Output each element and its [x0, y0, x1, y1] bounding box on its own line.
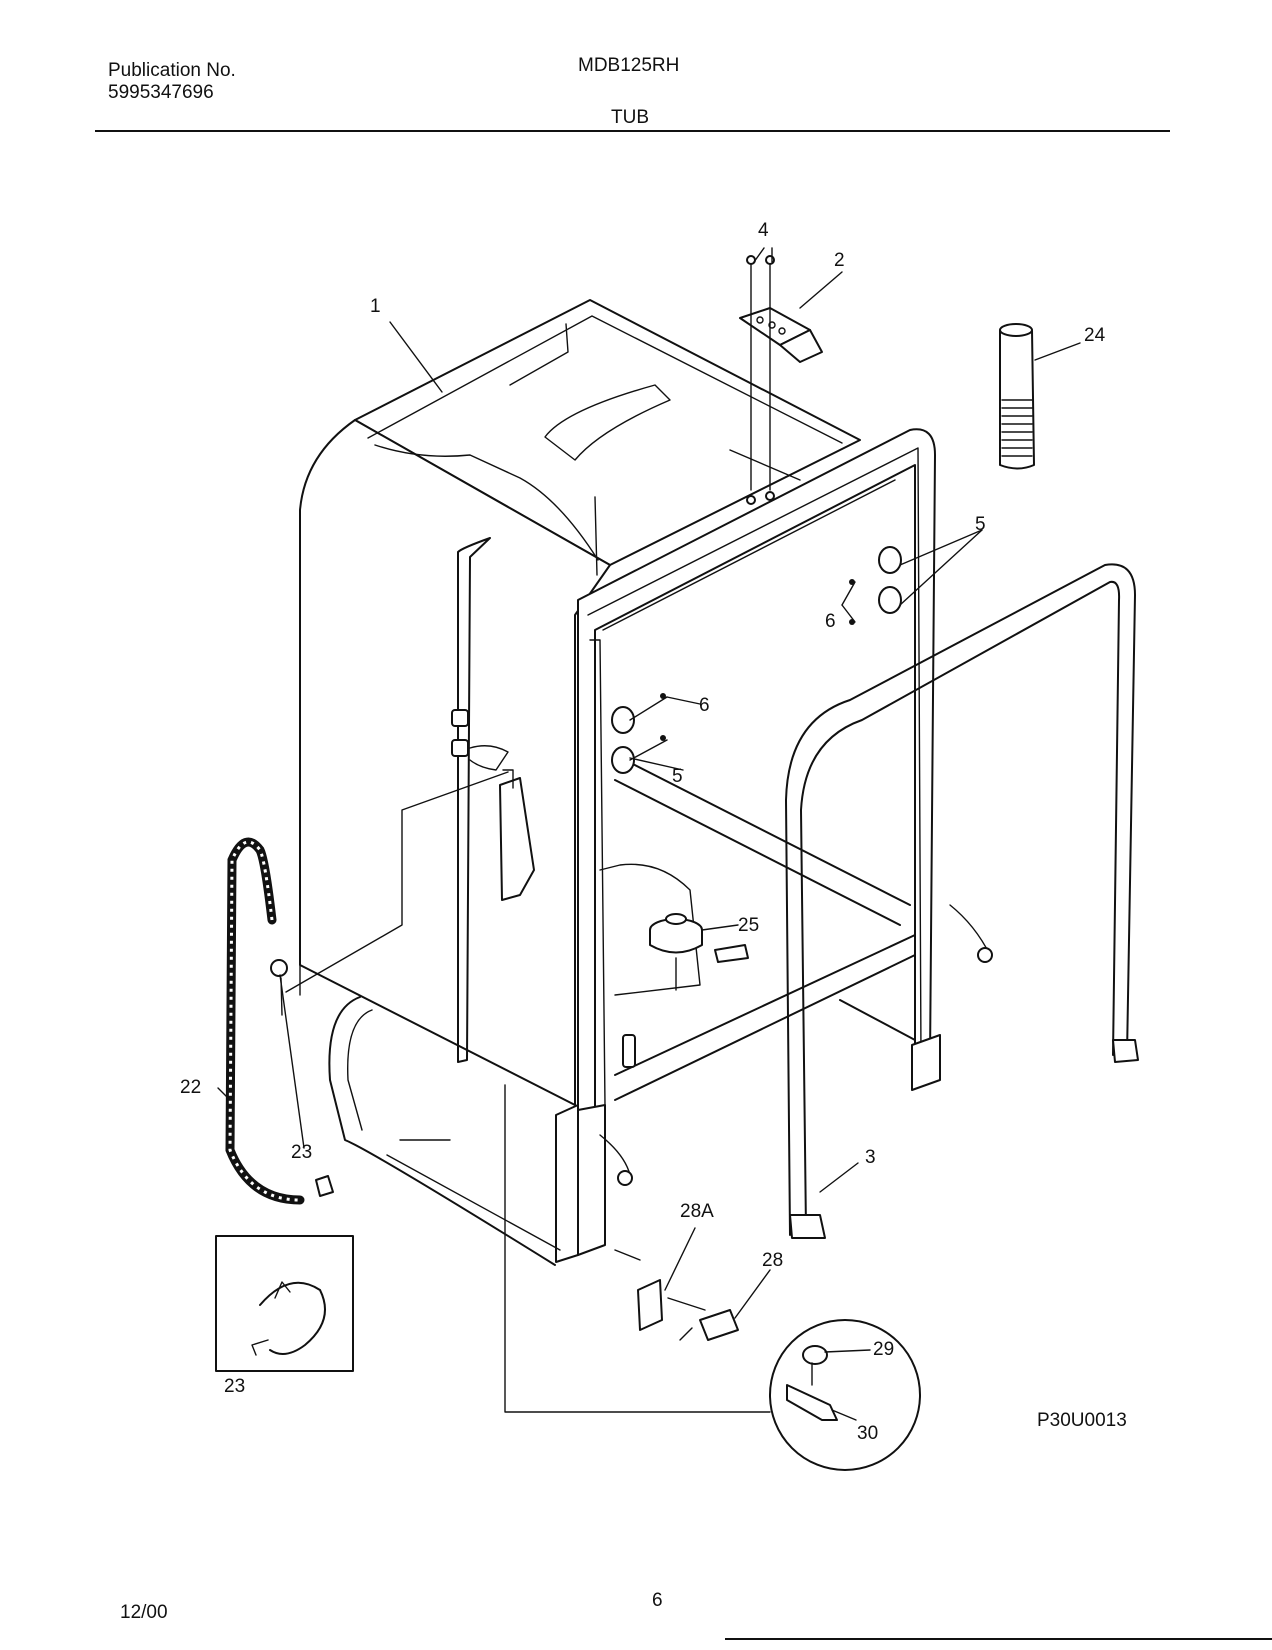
float-assembly	[622, 913, 749, 1068]
clamp-inset-box	[215, 1235, 354, 1372]
callout-29: 29	[873, 1339, 894, 1360]
diagram-code: P30U0013	[1037, 1410, 1127, 1431]
callout-28: 28	[762, 1250, 783, 1271]
callout-24: 24	[1084, 325, 1106, 346]
hose-clamp	[315, 1175, 334, 1197]
callout-22: 22	[180, 1077, 201, 1098]
leader-lines	[217, 247, 1081, 1421]
callout-5b: 5	[672, 766, 683, 787]
callout-4: 4	[758, 220, 769, 241]
drain-hose	[225, 837, 305, 1205]
header-rule	[95, 130, 1170, 132]
footer-rule	[725, 1638, 1272, 1640]
callout-6a: 6	[825, 611, 836, 632]
base-frame	[328, 996, 561, 1266]
callout-28a: 28A	[680, 1201, 714, 1222]
callout-5a: 5	[975, 514, 986, 535]
callout-1: 1	[370, 296, 381, 317]
publication-number: 5995347696	[108, 82, 214, 103]
callout-6b: 6	[699, 695, 710, 716]
callout-labels: 1 2 3 4 5 5 6 6 22 23 23 24 25 28 28A 29…	[180, 220, 1106, 1444]
callout-30: 30	[857, 1423, 878, 1444]
section-title: TUB	[611, 107, 649, 128]
callout-23: 23	[291, 1142, 312, 1163]
callout-3: 3	[865, 1147, 876, 1168]
door-gasket	[785, 563, 1139, 1239]
footer-date: 12/00	[120, 1602, 168, 1623]
rack-rollers	[611, 546, 902, 774]
vent-tube	[999, 323, 1035, 470]
callout-23-inset: 23	[224, 1376, 245, 1397]
mounting-bracket	[739, 255, 823, 505]
callout-2: 2	[834, 250, 845, 271]
publication-label: Publication No.	[108, 60, 236, 81]
float-switch	[614, 1249, 739, 1341]
tub-front-frame	[555, 428, 993, 1263]
tub-body	[285, 299, 861, 1413]
model-number: MDB125RH	[578, 55, 680, 76]
page-number: 6	[652, 1590, 663, 1611]
thermostat-detail	[769, 1319, 921, 1471]
callout-25: 25	[738, 915, 759, 936]
